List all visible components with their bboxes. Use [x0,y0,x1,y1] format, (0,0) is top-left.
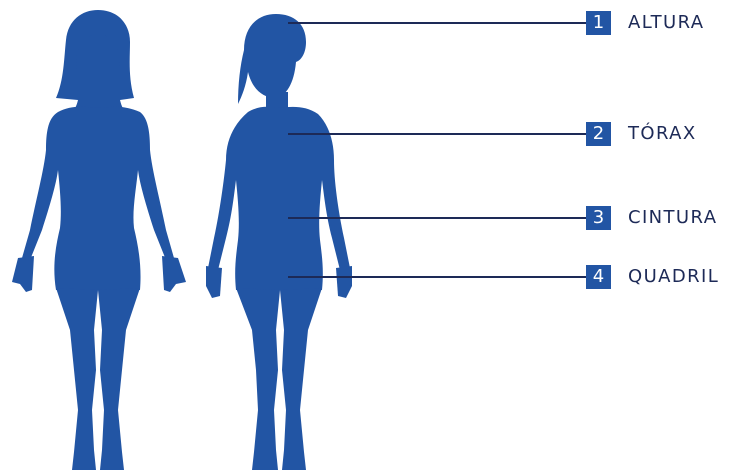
boy-silhouette-icon [206,14,352,470]
measurement-label-torax: 2 TÓRAX [586,122,697,146]
measurement-label-text: CINTURA [628,206,717,230]
measurement-label-text: ALTURA [628,11,705,35]
measurement-label-text: TÓRAX [628,122,697,146]
number-badge: 3 [586,206,611,230]
girl-silhouette-icon [12,10,186,470]
measurement-label-quadril: 4 QUADRIL [586,265,719,289]
number-badge: 2 [586,122,611,146]
measurement-label-text: QUADRIL [628,265,719,289]
measurement-label-altura: 1 ALTURA [586,11,705,35]
number-badge: 1 [586,11,611,35]
number-badge: 4 [586,265,611,289]
measurement-label-cintura: 3 CINTURA [586,206,717,230]
